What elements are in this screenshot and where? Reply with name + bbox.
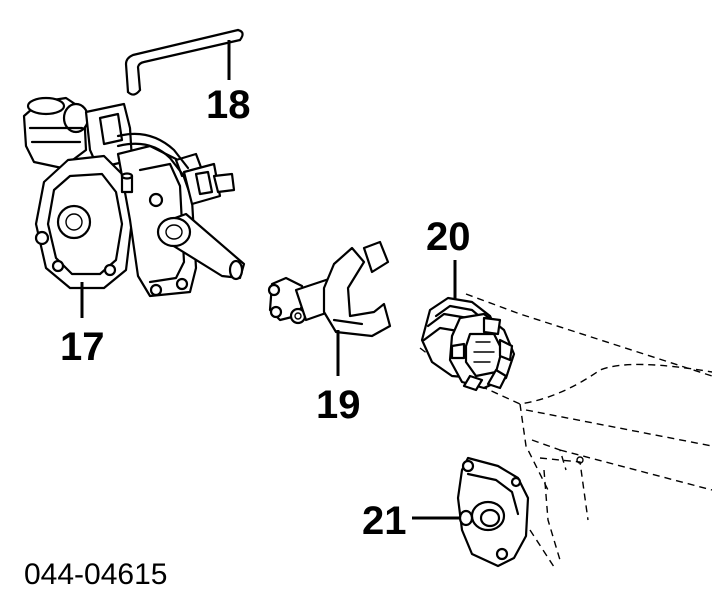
callout-17: 17 xyxy=(60,325,105,369)
callout-19: 19 xyxy=(316,383,361,427)
part-21-retainer-plate xyxy=(456,456,530,568)
part-19-shift-fork xyxy=(267,240,392,338)
part-17-actuator xyxy=(22,96,246,298)
transfer-case-housing-outline xyxy=(419,293,712,571)
callout-20: 20 xyxy=(426,215,471,259)
callout-18: 18 xyxy=(206,83,251,127)
callout-21: 21 xyxy=(362,499,407,543)
document-number: 044-04615 xyxy=(24,558,167,591)
part-20-clutch-sleeve xyxy=(420,296,516,392)
part-18-rod xyxy=(124,28,244,96)
